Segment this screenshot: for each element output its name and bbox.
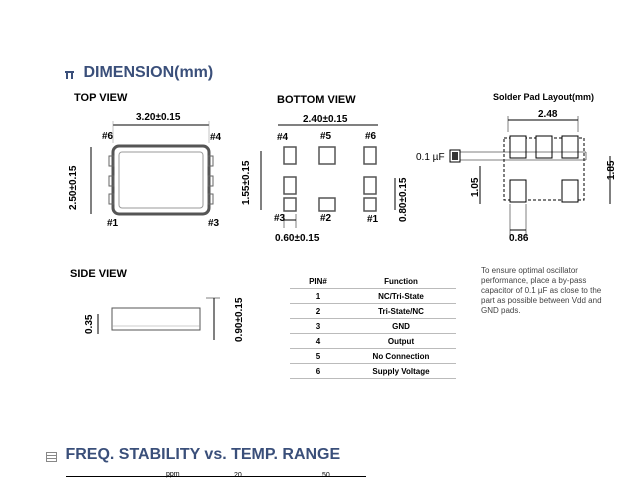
bottom-view-drawing bbox=[260, 124, 396, 228]
section-icon bbox=[64, 67, 75, 80]
top-view-height-dim: 2.50±0.15 bbox=[68, 165, 79, 210]
pin-header: PIN# bbox=[290, 274, 346, 289]
pin-function: Tri-State/NC bbox=[346, 303, 456, 319]
freq-stability-header: FREQ. STABILITY vs. TEMP. RANGE bbox=[46, 446, 340, 464]
dimension-header: DIMENSION(mm) bbox=[64, 64, 213, 82]
top-pin-3: #3 bbox=[208, 218, 220, 229]
freq-stability-title: FREQ. STABILITY vs. TEMP. RANGE bbox=[65, 446, 341, 463]
stability-col-20: 20 bbox=[234, 472, 242, 479]
top-view-width-dim: 3.20±0.15 bbox=[136, 112, 181, 123]
pin-function: No Connection bbox=[346, 348, 456, 364]
function-header: Function bbox=[346, 274, 456, 289]
top-view-drawing bbox=[90, 121, 214, 216]
pin-function: NC/Tri-State bbox=[346, 288, 456, 304]
bottom-pin-3: #3 bbox=[274, 213, 286, 224]
side-view-title: SIDE VIEW bbox=[70, 268, 127, 280]
solder-pad-top-dim: 2.48 bbox=[538, 109, 558, 120]
bottom-pin-1: #1 bbox=[367, 214, 379, 225]
pin-number: 4 bbox=[290, 333, 346, 349]
pin-number: 1 bbox=[290, 288, 346, 304]
solder-pad-drawing bbox=[449, 116, 611, 236]
top-view-title: TOP VIEW bbox=[74, 92, 128, 104]
solder-pad-bottom-dim: 0.86 bbox=[509, 233, 529, 244]
capacitor-label: 0.1 µF bbox=[416, 152, 445, 163]
pin-function: Output bbox=[346, 333, 456, 349]
pin-function: GND bbox=[346, 318, 456, 334]
pin-number: 2 bbox=[290, 303, 346, 319]
bottom-pin-5: #5 bbox=[320, 131, 332, 142]
stability-table-top bbox=[66, 476, 366, 481]
side-view-left-dim: 0.35 bbox=[84, 314, 95, 334]
pin-function: Supply Voltage bbox=[346, 363, 456, 379]
top-pin-6: #6 bbox=[102, 131, 114, 142]
table-icon bbox=[46, 449, 57, 463]
solder-pad-title: Solder Pad Layout(mm) bbox=[493, 92, 595, 102]
stability-col-50: 50 bbox=[322, 472, 330, 479]
bottom-view-top-dim: 2.40±0.15 bbox=[303, 114, 348, 125]
bottom-pin-6: #6 bbox=[365, 131, 377, 142]
bottom-pin-2: #2 bbox=[320, 213, 332, 224]
bypass-capacitor-note: To ensure optimal oscillator performance… bbox=[481, 266, 602, 315]
side-view-drawing bbox=[97, 297, 220, 340]
bottom-view-title: BOTTOM VIEW bbox=[277, 94, 356, 106]
top-pin-4: #4 bbox=[210, 132, 222, 143]
table-header-row: PIN# Function bbox=[290, 274, 456, 289]
dimension-title: DIMENSION(mm) bbox=[83, 64, 214, 81]
stability-ppm-label: ppm bbox=[166, 471, 180, 478]
top-pin-1: #1 bbox=[107, 218, 119, 229]
pin-number: 6 bbox=[290, 363, 346, 379]
pin-number: 5 bbox=[290, 348, 346, 364]
bottom-pin-4: #4 bbox=[277, 132, 289, 143]
bottom-view-bottom-dim: 0.60±0.15 bbox=[275, 233, 320, 244]
pin-number: 3 bbox=[290, 318, 346, 334]
